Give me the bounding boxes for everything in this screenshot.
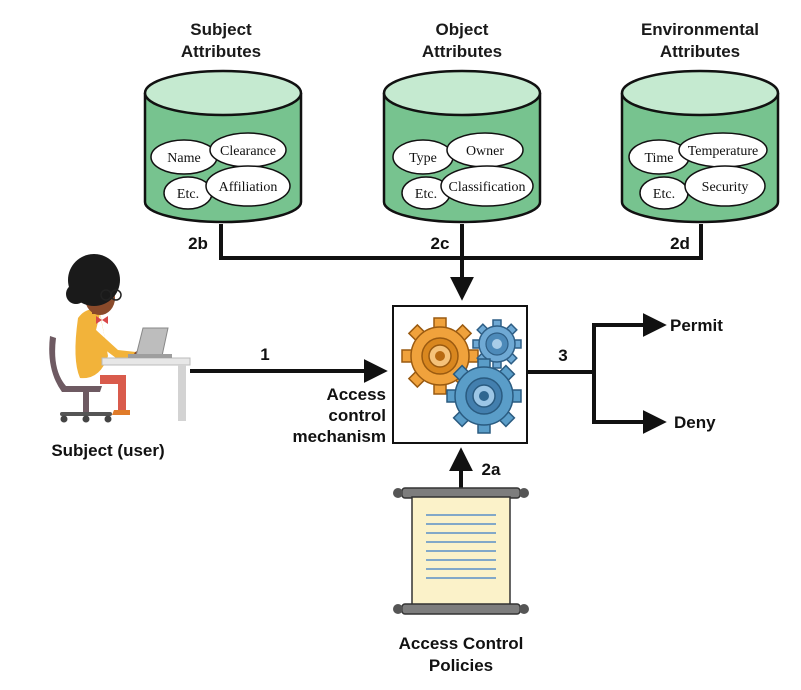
environmental-attributes-title-line1: Environmental <box>641 20 759 39</box>
arrow-label-1: 1 <box>260 345 269 364</box>
arrow-label-2a: 2a <box>482 460 501 479</box>
subject-attributes-title-line1: Subject <box>190 20 252 39</box>
environmental-attributes-database: Time Temperature Etc. Security <box>620 69 780 224</box>
policy-scroll-icon <box>393 487 529 615</box>
object-item-owner: Owner <box>466 144 504 159</box>
policies-label-line2: Policies <box>429 656 493 675</box>
environmental-attributes-title-line2: Attributes <box>660 42 740 61</box>
subject-item-clearance: Clearance <box>220 144 276 159</box>
arrow-label-3: 3 <box>558 346 567 365</box>
subject-user-label: Subject (user) <box>51 441 164 460</box>
object-attributes-title-line2: Attributes <box>422 42 502 61</box>
arrow-label-2d: 2d <box>670 234 690 253</box>
subject-item-affiliation: Affiliation <box>219 180 278 195</box>
environmental-item-security: Security <box>702 180 749 195</box>
object-attributes-title-line1: Object <box>436 20 489 39</box>
subject-item-name: Name <box>167 151 200 166</box>
object-item-type: Type <box>409 151 437 166</box>
attribute-connectors <box>219 224 703 301</box>
policies-label-line1: Access Control <box>399 634 524 653</box>
object-item-classification: Classification <box>449 180 526 195</box>
object-item-etc: Etc. <box>415 187 437 202</box>
user-at-desk-illustration <box>49 254 191 423</box>
deny-label: Deny <box>674 413 716 432</box>
mechanism-label-line3: mechanism <box>292 427 386 446</box>
environmental-item-etc: Etc. <box>653 187 675 202</box>
mechanism-label-line1: Access <box>326 385 386 404</box>
environmental-item-time: Time <box>644 151 673 166</box>
object-attributes-database: Type Owner Etc. Classification <box>382 69 542 224</box>
subject-item-etc: Etc. <box>177 187 199 202</box>
permit-label: Permit <box>670 316 723 335</box>
subject-attributes-title-line2: Attributes <box>181 42 261 61</box>
environmental-item-temperature: Temperature <box>688 144 759 159</box>
gears-icon <box>401 317 522 434</box>
subject-attributes-database: Name Clearance Etc. Affiliation <box>143 69 303 224</box>
arrow-label-2c: 2c <box>431 234 450 253</box>
decision-arrows <box>527 313 667 434</box>
mechanism-label-line2: control <box>328 406 386 425</box>
arrow-label-2b: 2b <box>188 234 208 253</box>
